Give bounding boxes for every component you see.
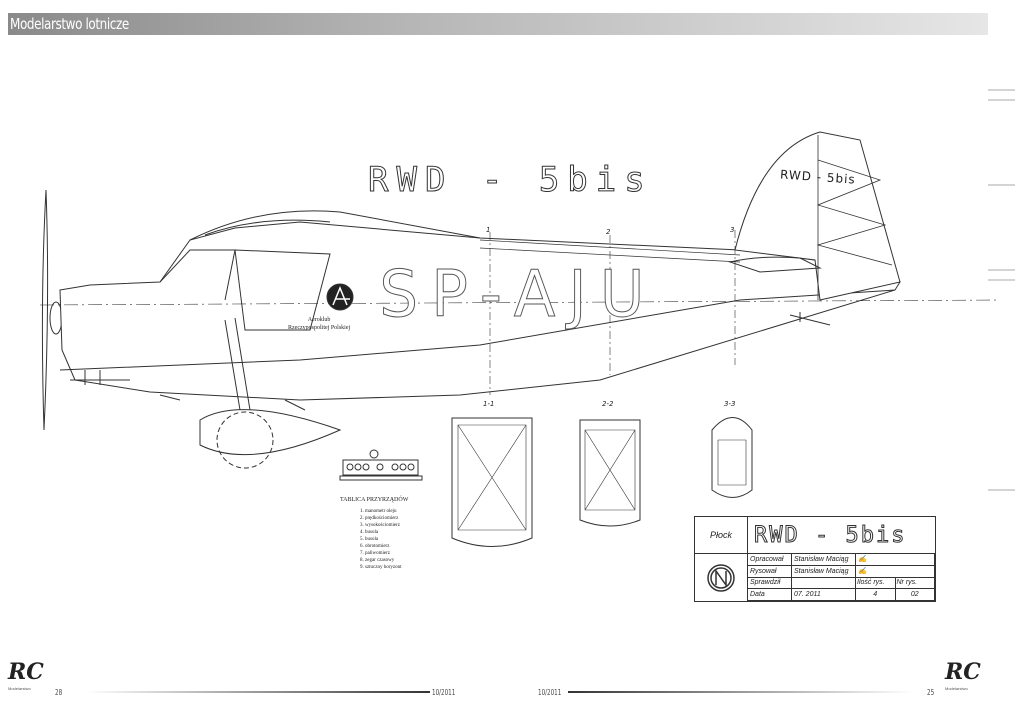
section-mark-2: 2 (606, 228, 611, 236)
header-bar (8, 13, 988, 35)
row-value (792, 577, 856, 590)
fuselage (39, 210, 1001, 401)
footer-rule-right (568, 691, 913, 693)
footer-rule-left (85, 691, 430, 693)
title-block-city: Płock (695, 517, 748, 554)
landing-gear (159, 317, 342, 469)
instrument-item: 5. busola (360, 537, 379, 542)
instrument-panel-title: TABLICA PRZYRZĄDÓW (340, 497, 409, 503)
row-value: Stanisław Maciąg (792, 565, 856, 578)
instrument-list: 1. manometr oleju 2. prędkościomierz 3. … (360, 508, 402, 571)
instrument-item: 1. manometr oleju (360, 509, 397, 514)
instrument-item: 2. prędkościomierz (360, 516, 399, 521)
page-number-right: 25 (927, 688, 935, 697)
club-name-line1: Aeroklub (307, 317, 331, 323)
row-label: Sprawdził (748, 577, 792, 590)
row-label: Rysował (748, 565, 792, 578)
instrument-item: 7. paliwomierz (360, 551, 390, 556)
club-name: Aeroklub Rzeczypospolitej Polskiej (288, 316, 350, 332)
section-title-1: 1-1 (483, 400, 495, 408)
cross-section-1 (451, 417, 533, 547)
section-title-3: 3-3 (724, 400, 736, 408)
section-mark-3: 3 (730, 226, 735, 234)
instrument-panel (339, 449, 423, 481)
sheet-number: 02 (895, 589, 935, 601)
section-lines (489, 230, 736, 395)
instrument-item: 8. zegar czasowy (360, 558, 395, 563)
section-title-2: 2-2 (602, 400, 614, 408)
row-value: 07. 2011 (792, 589, 856, 601)
page-number-left: 28 (55, 688, 63, 697)
cross-section-2 (579, 419, 641, 527)
row-label: Data (748, 589, 792, 601)
instrument-item: 6. obrotomierz (360, 544, 390, 549)
instrument-item: 9. sztuczny horyzont (360, 565, 402, 570)
section-title: Modelarstwo lotnicze (10, 15, 129, 33)
signature-icon: ✍ (856, 554, 935, 566)
issue-left: 10/2011 (432, 688, 456, 697)
row-label: Opracował (748, 554, 792, 566)
issue-right: 10/2011 (538, 688, 562, 697)
cross-section-3 (711, 417, 753, 498)
footer-logo-right: RC (945, 659, 981, 685)
title-block: Płock RWD - 5bis Opracował Stanisław Mac… (694, 516, 936, 602)
row-extra-label: Ilość rys. (856, 577, 896, 590)
instrument-item: 3. wysokościomierz (360, 523, 400, 528)
section-mark-1: 1 (486, 226, 491, 234)
title-block-grid: Opracował Stanisław Maciąg ✍ Rysował Sta… (748, 554, 935, 601)
club-name-line2: Rzeczypospolitej Polskiej (288, 325, 351, 331)
tail-fin (728, 131, 901, 326)
sheet-count: 4 (856, 589, 896, 601)
registration-mark: SP-AJU (379, 258, 658, 333)
row-value: Stanisław Maciąg (792, 554, 856, 566)
designer-logo-icon (695, 554, 748, 601)
footer-logo-left: RC (8, 659, 44, 685)
signature-icon: ✍ (856, 565, 935, 578)
row-extra2-label: Nr rys. (895, 577, 935, 590)
footer-logo-sub-right: Modelarstwo (945, 686, 968, 691)
page-edge-marks (988, 89, 1015, 491)
title-block-title: RWD - 5bis (748, 517, 935, 554)
instrument-item: 4. busola (360, 530, 379, 535)
drawing-title: RWD - 5bis (368, 160, 653, 201)
footer-logo-sub-left: Modelarstwo (8, 686, 31, 691)
club-emblem (326, 283, 354, 311)
propeller (41, 189, 63, 431)
